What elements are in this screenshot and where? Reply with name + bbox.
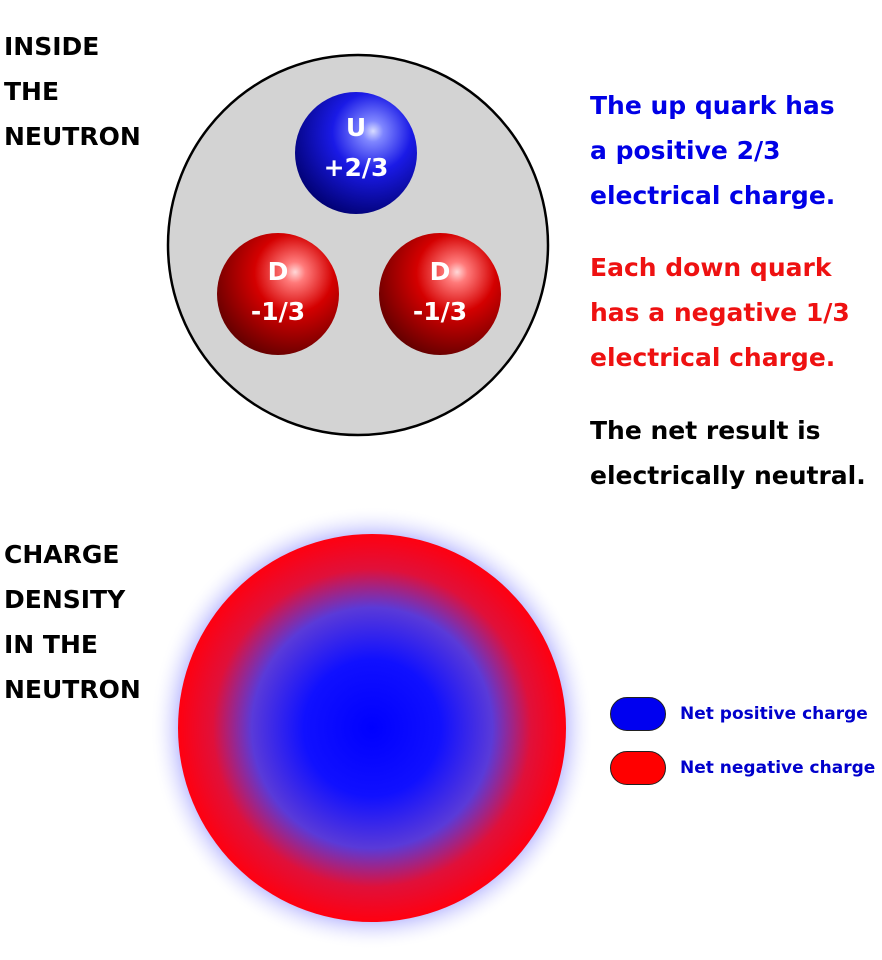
heading-line: INSIDE <box>4 32 100 61</box>
note-line: electrically neutral. <box>590 461 866 490</box>
note-line: a positive 2/3 <box>590 136 781 165</box>
up-quark-label: U +2/3 <box>291 108 421 188</box>
up-quark-sphere <box>295 92 417 214</box>
quark-letter: D <box>429 257 451 286</box>
legend-negative-label: Net negative charge <box>680 758 876 778</box>
quark-letter: D <box>267 257 289 286</box>
quark-charge: -1/3 <box>412 297 468 326</box>
legend-negative-swatch <box>610 751 666 785</box>
net-result-note: The net result is electrically neutral. <box>590 408 866 498</box>
down-quark-sphere-left <box>217 233 339 355</box>
heading-line: THE <box>4 77 60 106</box>
note-line: electrical charge. <box>590 181 836 210</box>
heading-line: DENSITY <box>4 585 126 614</box>
down-quark-note: Each down quark has a negative 1/3 elect… <box>590 245 850 380</box>
quark-charge: +2/3 <box>323 153 389 182</box>
quark-charge: -1/3 <box>250 297 306 326</box>
note-line: The up quark has <box>590 91 835 120</box>
note-line: has a negative 1/3 <box>590 298 850 327</box>
charge-density-sphere <box>178 534 566 922</box>
heading-line: NEUTRON <box>4 675 141 704</box>
heading-line: NEUTRON <box>4 122 141 151</box>
quark-letter: U <box>345 113 367 142</box>
note-line: electrical charge. <box>590 343 836 372</box>
note-line: The net result is <box>590 416 821 445</box>
down-quark-label-left: D -1/3 <box>213 252 343 332</box>
up-quark-note: The up quark has a positive 2/3 electric… <box>590 83 835 218</box>
heading-inside-the-neutron: INSIDE THE NEUTRON <box>4 24 141 159</box>
legend-negative: Net negative charge <box>610 750 875 786</box>
down-quark-label-right: D -1/3 <box>375 252 505 332</box>
legend-positive-label: Net positive charge <box>680 704 868 724</box>
legend-positive: Net positive charge <box>610 696 868 732</box>
heading-line: CHARGE <box>4 540 120 569</box>
heading-line: IN THE <box>4 630 98 659</box>
heading-charge-density: CHARGE DENSITY IN THE NEUTRON <box>4 532 141 712</box>
legend-positive-swatch <box>610 697 666 731</box>
note-line: Each down quark <box>590 253 832 282</box>
down-quark-sphere-right <box>379 233 501 355</box>
